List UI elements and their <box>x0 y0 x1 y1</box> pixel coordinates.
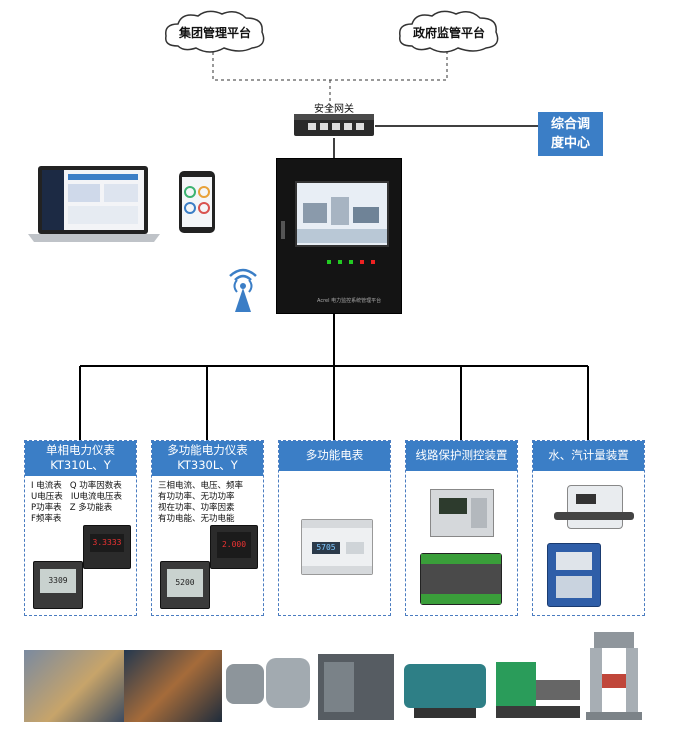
controller-caption: Acrel 电力监控系统管理平台 <box>317 298 382 304</box>
cloud-label-gov: 政府监管平台 <box>412 26 485 40</box>
category-model: KT310L、Y <box>50 458 111 472</box>
category-header: 线路保护测控装置 <box>406 441 517 471</box>
meter-device: 3.3333 <box>83 525 131 569</box>
controller-cabinet: Acrel 电力监控系统管理平台 <box>276 158 402 314</box>
category-header: 多功能电表 <box>279 441 390 471</box>
category-title: 线路保护测控装置 <box>415 448 508 462</box>
dispatch-center-line2: 度中心 <box>550 136 590 151</box>
meter-lcd: 5200 <box>167 569 203 597</box>
photo-hydraulic-press <box>586 628 642 722</box>
category-model: KT330L、Y <box>177 458 238 472</box>
meter-lcd: 3309 <box>40 569 76 593</box>
indicator-lights <box>327 249 387 264</box>
switch-icon <box>294 114 374 136</box>
category-feature-list: I 电流表 Q 功率因数表 U电压表 IU电流电压表 P功率表 Z 多功能表 F… <box>31 481 123 524</box>
category-title: 多功能电表 <box>305 448 364 462</box>
cloud-group-platform <box>165 10 265 53</box>
category-water-gas-metering: 水、汽计量装置 <box>532 440 645 616</box>
dispatch-center-line1: 综合调 <box>550 117 590 132</box>
water-meter <box>554 485 634 529</box>
photo-chiller-unit <box>398 650 490 722</box>
controller-screen <box>295 181 389 247</box>
photo-engineer-tablet <box>24 650 124 722</box>
category-title: 单相电力仪表 <box>46 443 115 457</box>
meter-display: 2.000 <box>217 532 251 558</box>
category-multifunction-meter: 多功能电力仪表 KT330L、Y 三相电流、电压、频率 有功功率、无功功率 视在… <box>151 440 264 616</box>
photo-injection-molding-machine <box>492 650 584 722</box>
photo-motors <box>222 650 312 722</box>
photo-factory-robots <box>124 650 222 722</box>
laptop-icon <box>28 166 160 242</box>
category-header: 单相电力仪表 KT310L、Y <box>25 441 136 476</box>
category-header: 多功能电力仪表 KT330L、Y <box>152 441 263 476</box>
gateway-label: 安全网关 <box>314 104 354 115</box>
gas-meter <box>547 543 601 607</box>
category-multifunction-energy-meter: 多功能电表 5705 <box>278 440 391 616</box>
meter-display: 3.3333 <box>90 534 124 552</box>
protection-relay <box>430 489 494 537</box>
cloud-gov-platform <box>399 10 499 53</box>
wireless-signal-icon <box>229 268 257 312</box>
phone-icon <box>179 171 215 233</box>
category-title: 水、汽计量装置 <box>548 448 629 462</box>
category-header: 水、汽计量装置 <box>533 441 644 471</box>
protection-module <box>420 553 502 605</box>
din-rail-meter: 5705 <box>301 519 373 575</box>
cabinet-handle <box>281 221 285 239</box>
category-title: 多功能电力仪表 <box>167 443 248 457</box>
dispatch-center-box: 综合调 度中心 <box>538 112 603 156</box>
meter-device: 5200 <box>160 561 210 609</box>
category-single-phase-meter: 单相电力仪表 KT310L、Y I 电流表 Q 功率因数表 U电压表 IU电流电… <box>24 440 137 616</box>
photo-air-compressor <box>314 650 396 722</box>
cloud-label-group: 集团管理平台 <box>178 26 251 40</box>
category-feature-list: 三相电流、电压、频率 有功功率、无功功率 视在功率、功率因素 有功电能、无功电能 <box>158 481 244 524</box>
meter-display: 5705 <box>312 542 340 554</box>
meter-device: 3309 <box>33 561 83 609</box>
category-line-protection-device: 线路保护测控装置 <box>405 440 518 616</box>
meter-device: 2.000 <box>210 525 258 569</box>
